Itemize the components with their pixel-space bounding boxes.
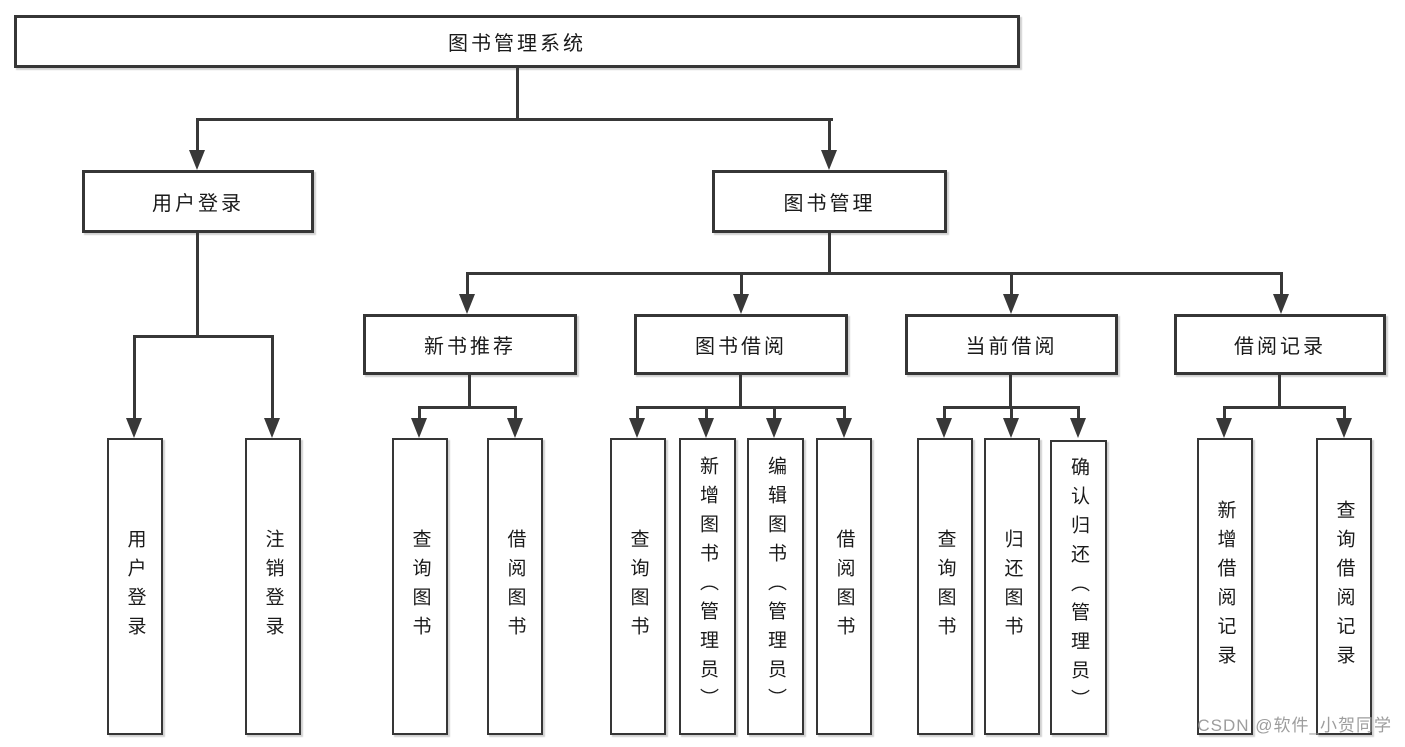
connector-line [133, 335, 136, 418]
connector-line [196, 118, 833, 121]
node-label: 新增借阅记录 [1214, 499, 1236, 674]
connector-line [1280, 272, 1283, 296]
connector-line [196, 118, 199, 154]
node-add-book-admin: 新增图书（管理员） [679, 438, 736, 735]
node-label: 归还图书 [1001, 528, 1023, 645]
connector-line [1278, 375, 1281, 409]
arrow-down-icon [1216, 418, 1232, 438]
connector-line [1010, 272, 1013, 296]
connector-line [773, 406, 776, 420]
connector-line [516, 67, 519, 121]
node-label: 新增图书（管理员） [697, 456, 718, 717]
node-query-books-recommend: 查询图书 [392, 438, 448, 735]
connector-line [636, 406, 639, 420]
connector-line [514, 406, 517, 420]
arrow-down-icon [411, 418, 427, 438]
node-label: 用户登录 [124, 528, 146, 645]
node-label: 查询图书 [934, 528, 956, 645]
connector-line [466, 272, 1283, 275]
arrow-down-icon [766, 418, 782, 438]
node-logout: 注销登录 [245, 438, 301, 735]
connector-line [1010, 406, 1013, 420]
arrow-down-icon [629, 418, 645, 438]
arrow-down-icon [1003, 418, 1019, 438]
node-new-book-recommend: 新书推荐 [363, 314, 577, 375]
connector-line [418, 406, 517, 409]
arrow-down-icon [189, 150, 205, 170]
arrow-down-icon [126, 418, 142, 438]
node-query-borrow-record: 查询借阅记录 [1316, 438, 1372, 735]
node-label: 借阅图书 [504, 528, 526, 645]
node-book-borrowing: 图书借阅 [634, 314, 848, 375]
node-borrow-books: 借阅图书 [816, 438, 872, 735]
connector-line [468, 375, 471, 409]
node-query-books-current: 查询图书 [917, 438, 973, 735]
connector-line [1343, 406, 1346, 420]
arrow-down-icon [1336, 418, 1352, 438]
arrow-down-icon [836, 418, 852, 438]
connector-line [271, 335, 274, 418]
connector-line [1009, 375, 1012, 409]
node-return-books: 归还图书 [984, 438, 1040, 735]
arrow-down-icon [733, 294, 749, 314]
node-label: 查询图书 [409, 528, 431, 645]
connector-line [705, 406, 708, 420]
node-book-management-branch: 图书管理 [712, 170, 947, 233]
arrow-down-icon [698, 418, 714, 438]
node-query-books-borrowing: 查询图书 [610, 438, 666, 735]
connector-line [740, 272, 743, 296]
arrow-down-icon [459, 294, 475, 314]
connector-line [828, 118, 831, 154]
node-borrow-books-recommend: 借阅图书 [487, 438, 543, 735]
arrow-down-icon [821, 150, 837, 170]
node-label: 借阅图书 [833, 528, 855, 645]
node-label: 确认归还（管理员） [1068, 457, 1089, 718]
connector-line [1223, 406, 1346, 409]
node-add-borrow-record: 新增借阅记录 [1197, 438, 1253, 735]
arrow-down-icon [1070, 418, 1086, 438]
connector-line [466, 272, 469, 296]
connector-line [828, 233, 831, 275]
node-edit-book-admin: 编辑图书（管理员） [747, 438, 804, 735]
connector-line [196, 233, 199, 337]
connector-line [1223, 406, 1226, 420]
node-label: 查询图书 [627, 528, 649, 645]
node-borrow-records: 借阅记录 [1174, 314, 1386, 375]
node-confirm-return-admin: 确认归还（管理员） [1050, 440, 1107, 735]
node-label: 编辑图书（管理员） [765, 456, 786, 717]
watermark: CSDN @软件_小贺同学 [1197, 716, 1392, 735]
connector-line [943, 406, 946, 420]
arrow-down-icon [1273, 294, 1289, 314]
connector-line [843, 406, 846, 420]
node-user-login: 用户登录 [107, 438, 163, 735]
connector-line [1077, 406, 1080, 420]
node-root: 图书管理系统 [14, 15, 1020, 68]
node-user-login-branch: 用户登录 [82, 170, 314, 233]
connector-line [133, 335, 274, 338]
arrow-down-icon [936, 418, 952, 438]
node-label: 注销登录 [262, 528, 284, 645]
connector-line [739, 375, 742, 409]
node-label: 查询借阅记录 [1333, 499, 1355, 674]
node-current-borrowing: 当前借阅 [905, 314, 1118, 375]
arrow-down-icon [1003, 294, 1019, 314]
arrow-down-icon [264, 418, 280, 438]
arrow-down-icon [507, 418, 523, 438]
connector-line [418, 406, 421, 420]
connector-line [636, 406, 846, 409]
